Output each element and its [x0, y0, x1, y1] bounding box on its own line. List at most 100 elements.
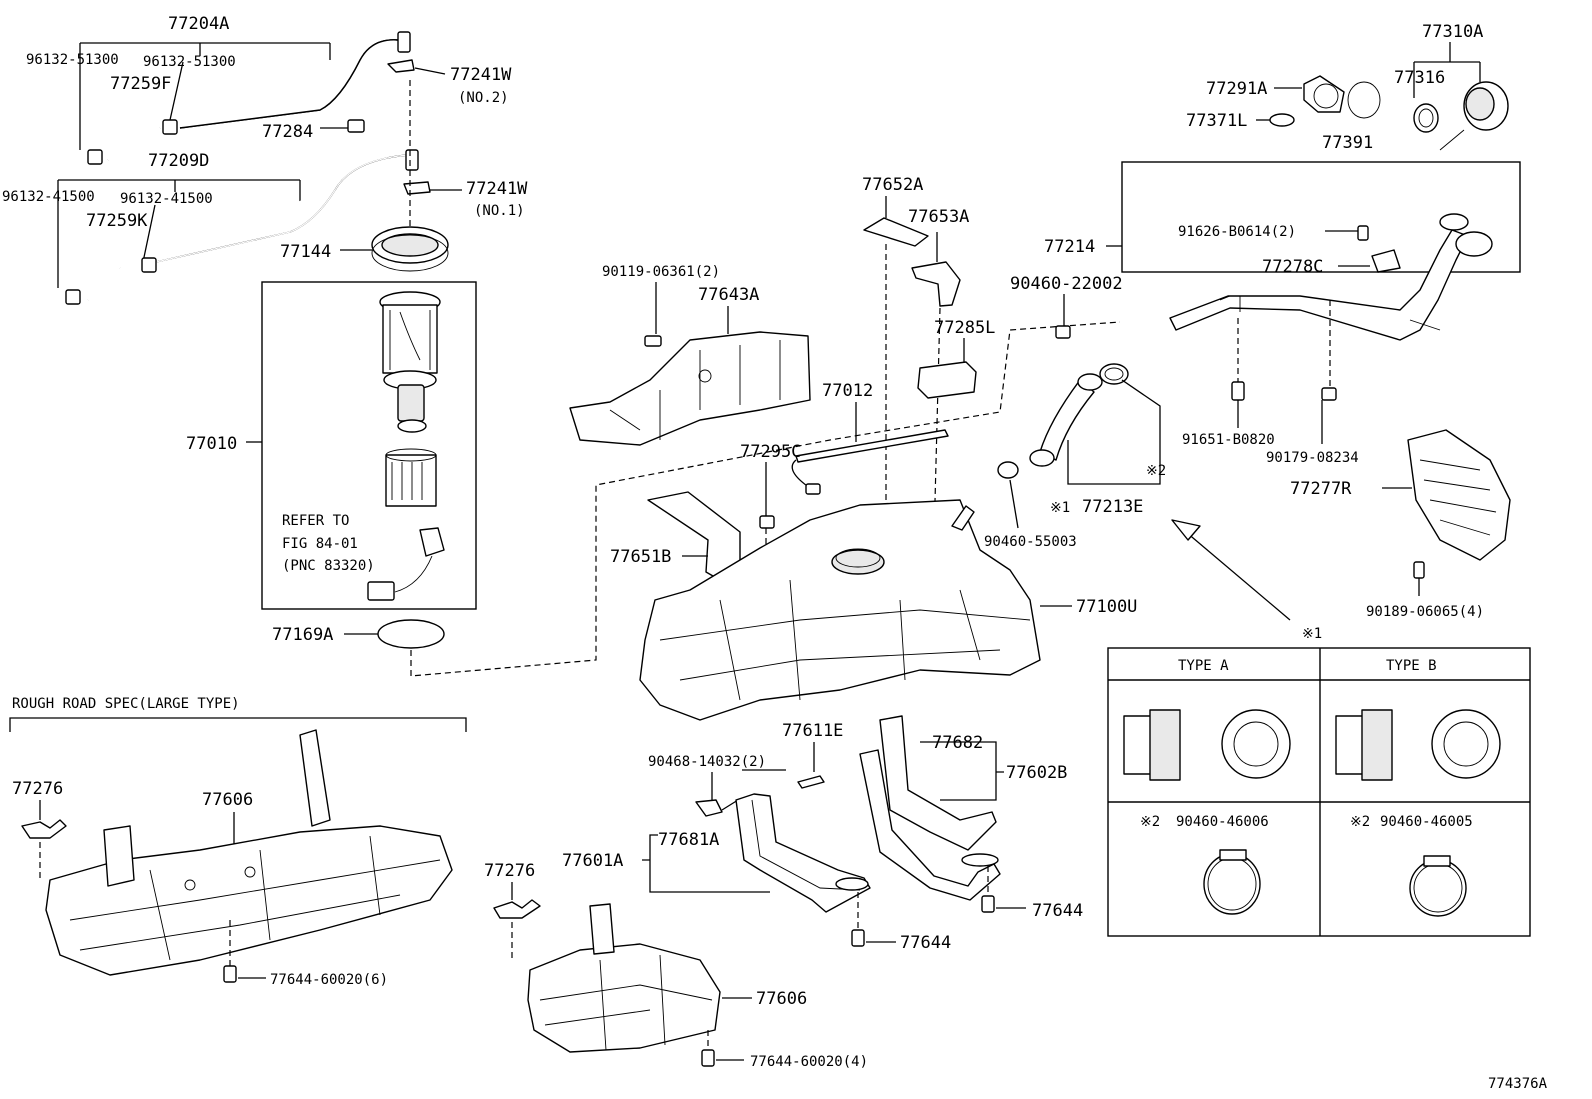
label-77602B: 77602B	[1006, 763, 1067, 783]
label-96132-41500-a: 96132-41500	[2, 189, 95, 205]
label-77276-b: 77276	[484, 861, 535, 881]
clip-90468	[695, 799, 723, 817]
tube-77012	[795, 429, 949, 463]
pad-77653A	[911, 261, 961, 307]
refer-line-1: REFER TO	[282, 513, 349, 529]
label-77241W-no2-sub: (NO.2)	[458, 90, 509, 106]
label-77644-60020-4: 77644-60020(4)	[750, 1054, 868, 1070]
label-77284: 77284	[262, 122, 313, 142]
label-77285L: 77285L	[934, 318, 995, 338]
label-77144: 77144	[280, 242, 331, 262]
label-90460-55003: 90460-55003	[984, 534, 1077, 550]
label-77643A: 77643A	[698, 285, 759, 305]
gasket-77169A	[377, 619, 445, 649]
filler-hose-77213E	[1029, 363, 1129, 467]
label-77214: 77214	[1044, 237, 1095, 257]
label-77241W-no2: 77241W	[450, 65, 512, 85]
label-90468-14032: 90468-14032(2)	[648, 754, 766, 770]
clamp-90460-55003	[997, 461, 1019, 479]
bracket-77278C	[1371, 249, 1401, 273]
band-77602B	[859, 715, 1001, 901]
fuel-cap-77310A	[1413, 81, 1509, 151]
label-77213E: 77213E	[1082, 497, 1143, 517]
label-77644-b: 77644	[1032, 901, 1083, 921]
gasket-77371L	[1269, 113, 1295, 127]
refer-line-3: (PNC 83320)	[282, 558, 375, 574]
label-77371L: 77371L	[1186, 111, 1247, 131]
skid-plate-77606-large	[45, 729, 453, 976]
clamp-a-mark: ※2	[1140, 814, 1160, 830]
type-a-hose-end	[1123, 709, 1291, 781]
fuel-tube-77209D-group	[57, 149, 462, 305]
label-77391: 77391	[1322, 133, 1373, 153]
protector-77643A	[569, 331, 811, 446]
clamp-b-part: 90460-46005	[1380, 814, 1473, 830]
label-77652A: 77652A	[862, 175, 923, 195]
label-77169A: 77169A	[272, 625, 333, 645]
filler-pipe-77214	[1169, 213, 1493, 341]
label-77291A: 77291A	[1206, 79, 1267, 99]
fuel-tube-77204A-group	[79, 31, 446, 165]
label-77241W-no1-sub: (NO.1)	[474, 203, 525, 219]
label-96132-51300-a: 96132-51300	[26, 52, 119, 68]
label-77276-a: 77276	[12, 779, 63, 799]
ring-77391	[1347, 81, 1381, 119]
type-table-marker: ※1	[1302, 626, 1322, 642]
mark2-hose: ※2	[1146, 463, 1166, 479]
label-77611E: 77611E	[782, 721, 843, 741]
clamp-a-icon	[1203, 849, 1261, 915]
type-b-header: TYPE B	[1386, 658, 1437, 674]
type-table	[1107, 647, 1531, 937]
label-77012: 77012	[822, 381, 873, 401]
label-90460-22002: 90460-22002	[1010, 274, 1123, 294]
label-77295C: 77295C	[740, 442, 801, 462]
filler-box-77277R	[1407, 429, 1511, 561]
label-77010: 77010	[186, 434, 237, 454]
label-90179-08234: 90179-08234	[1266, 450, 1359, 466]
label-77606-b: 77606	[756, 989, 807, 1009]
label-77682: 77682	[932, 733, 983, 753]
label-77644-60020-6: 77644-60020(6)	[270, 972, 388, 988]
label-77644-a: 77644	[900, 933, 951, 953]
label-77278C: 77278C	[1262, 257, 1323, 277]
label-77310A: 77310A	[1422, 22, 1483, 42]
arrow-to-type-table	[1171, 519, 1291, 621]
filler-neck-77291A	[1303, 75, 1345, 113]
pad-77652A	[863, 217, 929, 247]
type-b-hose-end	[1335, 709, 1501, 781]
label-77681A: 77681A	[658, 830, 719, 850]
label-90119-06361: 90119-06361(2)	[602, 264, 720, 280]
label-77100U: 77100U	[1076, 597, 1137, 617]
label-77316: 77316	[1394, 68, 1445, 88]
label-77601A: 77601A	[562, 851, 623, 871]
label-90189-06065: 90189-06065(4)	[1366, 604, 1484, 620]
label-77241W-no1: 77241W	[466, 179, 528, 199]
filler-pipe-frame	[1121, 161, 1521, 273]
label-77277R: 77277R	[1290, 479, 1352, 499]
label-77204A: 77204A	[168, 14, 229, 34]
label-77259K: 77259K	[86, 211, 148, 231]
fuel-pump-assembly	[367, 291, 445, 601]
clamp-b-icon	[1409, 855, 1467, 917]
clamp-a-part: 90460-46006	[1176, 814, 1269, 830]
bolt-77611E	[797, 775, 825, 789]
refer-line-2: FIG 84-01	[282, 536, 358, 552]
fuel-pump-module-frame	[261, 281, 477, 610]
bracket-77276-b	[493, 899, 541, 919]
label-96132-51300-b: 96132-51300	[143, 54, 236, 70]
bracket-77276-a	[21, 819, 67, 839]
cushion-77285L	[917, 361, 977, 399]
band-77601A	[735, 793, 871, 913]
label-91626-B0614: 91626-B0614(2)	[1178, 224, 1296, 240]
mark1-77213E: ※1	[1050, 500, 1070, 516]
type-a-header: TYPE A	[1178, 658, 1229, 674]
diagram-id: 774376A	[1488, 1076, 1548, 1092]
fuel-tank-77100U	[639, 499, 1041, 721]
label-96132-41500-b: 96132-41500	[120, 191, 213, 207]
label-77651B: 77651B	[610, 547, 671, 567]
label-77606-a: 77606	[202, 790, 253, 810]
retainer-ring-77144	[371, 226, 449, 272]
rough-road-title: ROUGH ROAD SPEC(LARGE TYPE)	[12, 696, 240, 712]
label-77653A: 77653A	[908, 207, 969, 227]
